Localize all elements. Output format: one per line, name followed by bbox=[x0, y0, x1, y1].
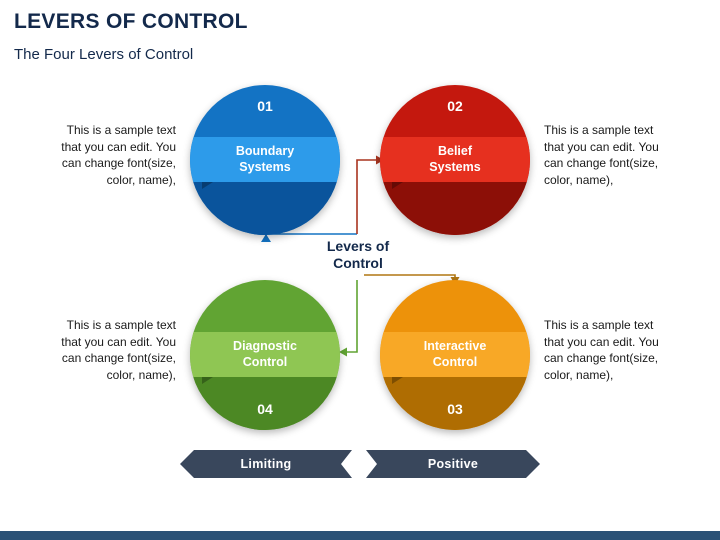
ribbon-boundary-systems: Boundary Systems bbox=[190, 137, 340, 189]
sample-text-bottom-left: This is a sample text that you can edit.… bbox=[61, 318, 176, 382]
ribbon-label-line2: Control bbox=[432, 354, 478, 369]
circle-interactive-control: Interactive Control 03 bbox=[380, 280, 530, 430]
bottom-bar bbox=[0, 531, 720, 540]
ribbon-label-line2: Systems bbox=[239, 159, 291, 174]
ribbon-belief-systems: Belief Systems bbox=[380, 137, 530, 189]
ribbon-label-line1: Belief bbox=[437, 143, 473, 158]
circle-bottom-shade bbox=[190, 377, 340, 430]
center-label: Levers of Control bbox=[308, 238, 408, 272]
number-badge-03: 03 bbox=[447, 401, 463, 417]
circle-diagnostic-control: Diagnostic Control 04 bbox=[190, 280, 340, 430]
number-badge-01: 01 bbox=[257, 98, 273, 114]
circle-belief-systems: Belief Systems 02 bbox=[380, 85, 530, 235]
page-subtitle: The Four Levers of Control bbox=[14, 46, 194, 63]
ribbon-label-line2: Control bbox=[242, 354, 288, 369]
ribbon-label-line2: Systems bbox=[429, 159, 481, 174]
circle-bottom-shade bbox=[380, 182, 530, 235]
ribbon-label-line1: Diagnostic bbox=[233, 338, 297, 353]
sample-text-top-right: This is a sample text that you can edit.… bbox=[544, 123, 659, 187]
ribbon-label-line1: Interactive bbox=[423, 338, 487, 353]
center-label-line1: Levers of bbox=[326, 238, 390, 254]
banner-limiting: Limiting bbox=[180, 450, 352, 478]
circle-boundary-systems: Boundary Systems 01 bbox=[190, 85, 340, 235]
arrow-to-diagnostic-control bbox=[339, 280, 358, 357]
center-label-line2: Control bbox=[333, 255, 383, 271]
circle-bottom-shade bbox=[190, 182, 340, 235]
ribbon-diagnostic-control: Diagnostic Control bbox=[190, 332, 340, 384]
banner-positive: Positive bbox=[366, 450, 540, 478]
page-title: LEVERS OF CONTROL bbox=[14, 10, 248, 33]
sample-text-top-left: This is a sample text that you can edit.… bbox=[61, 123, 176, 187]
ribbon-label-line1: Boundary bbox=[235, 143, 295, 158]
ribbon-interactive-control: Interactive Control bbox=[380, 332, 530, 384]
sample-text-bottom-right: This is a sample text that you can edit.… bbox=[544, 318, 659, 382]
number-badge-02: 02 bbox=[447, 98, 463, 114]
circle-bottom-shade bbox=[380, 377, 530, 430]
number-badge-04: 04 bbox=[257, 401, 273, 417]
